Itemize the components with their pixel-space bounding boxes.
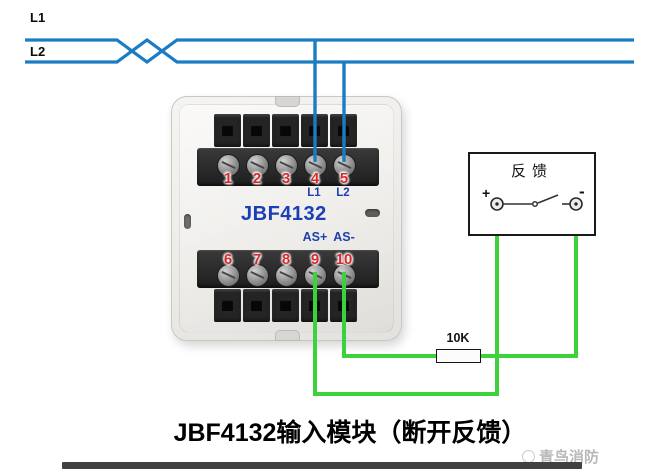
diagram-caption: JBF4132输入模块（断开反馈） <box>173 419 527 447</box>
wire-connector <box>243 289 270 322</box>
terminal-number-1: 1 <box>223 170 233 187</box>
terminal-l2-label: L2 <box>336 187 350 199</box>
footer-bar <box>62 462 582 469</box>
terminal-number-10: 10 <box>335 251 353 268</box>
screw-terminal-8 <box>275 264 298 287</box>
terminal-number-5: 5 <box>339 170 349 187</box>
terminal-number-2: 2 <box>252 170 262 187</box>
top-screw-row <box>197 148 379 186</box>
wire-connector <box>301 114 328 147</box>
wire-connector <box>330 114 357 147</box>
screw-terminal-3 <box>275 154 298 177</box>
as-plus-label: AS+ <box>302 230 328 244</box>
feedback-minus-label: - <box>579 182 585 201</box>
terminal-number-3: 3 <box>281 170 291 187</box>
terminal-number-4: 4 <box>310 170 320 187</box>
screw-terminal-2 <box>246 154 269 177</box>
top-connector-row <box>197 114 379 147</box>
wire-connector <box>272 289 299 322</box>
wire-connector <box>301 289 328 322</box>
wire-connector <box>243 114 270 147</box>
feedback-terminal-left-dot <box>495 202 499 206</box>
screw-terminal-6 <box>217 264 240 287</box>
wire-connector <box>214 114 241 147</box>
switch-symbol <box>490 194 583 211</box>
terminal-number-8: 8 <box>281 251 291 268</box>
mounting-tab-top <box>275 96 300 107</box>
feedback-box: 反馈 + - <box>468 152 596 236</box>
screw-terminal-1 <box>217 154 240 177</box>
switch-pivot <box>531 200 539 208</box>
l2-bus-wire <box>25 38 634 64</box>
l2-bus-label: L2 <box>30 44 46 59</box>
mounting-tab-bottom <box>275 330 300 341</box>
feedback-plus-label: + <box>482 185 491 201</box>
l1-bus-wire <box>25 38 634 64</box>
terminal-number-7: 7 <box>252 251 262 268</box>
terminal-number-9: 9 <box>310 251 320 268</box>
resistor-body <box>436 349 481 363</box>
wire-connector <box>214 289 241 322</box>
wire-connector <box>330 289 357 322</box>
bottom-connector-row <box>197 289 379 322</box>
brand-name: 青鸟消防 <box>539 449 600 466</box>
terminal-l1-label: L1 <box>307 187 321 199</box>
wire-connector <box>272 114 299 147</box>
as-minus-label: AS- <box>333 230 355 244</box>
terminal-number-6: 6 <box>223 251 233 268</box>
l1-bus-label: L1 <box>30 10 46 25</box>
screw-terminal-7 <box>246 264 269 287</box>
feedback-title: 反馈 <box>510 163 553 180</box>
screw-slot-right <box>365 209 380 217</box>
screw-slot-left <box>184 214 191 229</box>
model-label: JBF4132 <box>241 203 327 225</box>
resistor-label: 10K <box>446 331 470 345</box>
switch-blade <box>537 194 559 204</box>
feedback-terminal-right-dot <box>574 202 578 206</box>
